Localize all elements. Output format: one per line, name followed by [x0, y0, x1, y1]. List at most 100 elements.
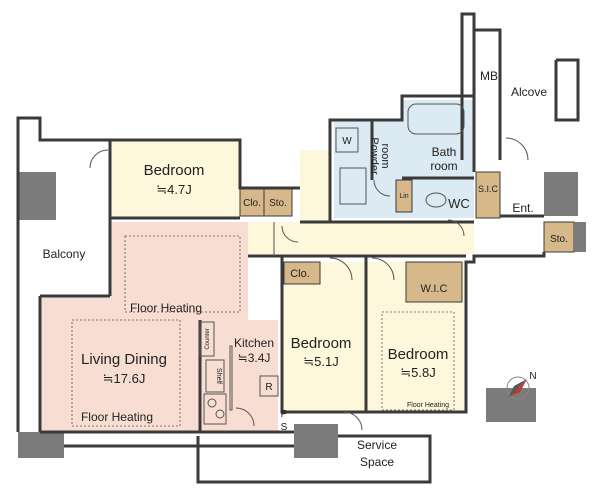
pillar-left-top: [18, 172, 56, 220]
walls: [16, 12, 580, 484]
door-bedroom2: [329, 257, 353, 281]
bedroom-4-7-fill: [110, 141, 240, 217]
w-label: W: [342, 136, 352, 147]
pillars: [18, 172, 586, 458]
kitchen-name: Kitchen: [234, 336, 274, 350]
labels: Bedroom ≒4.7J Balcony Floor Heating Livi…: [43, 69, 568, 469]
sto-2-block: [543, 221, 575, 253]
stove-burner-1: [207, 398, 217, 408]
service-space-label-2: Space: [360, 455, 394, 469]
service-space-outline: [196, 434, 432, 484]
sto-1-label: Sto.: [269, 198, 287, 209]
door-bedroom3: [371, 257, 395, 281]
living-dining-size: ≒17.6J: [103, 371, 146, 386]
alcove-right: [554, 58, 580, 122]
toilet: [425, 192, 447, 208]
floor-heating-label-a: Floor Heating: [130, 301, 202, 315]
door-corridor: [281, 225, 299, 243]
bedroom-2-name: Bedroom: [291, 335, 352, 352]
floor-heating-zone-upper: [124, 235, 241, 313]
compass-needle-tail: [509, 379, 527, 397]
r-label: R: [265, 382, 272, 393]
bath-room-label-1: Bath: [432, 145, 457, 159]
entrance-label: Ent.: [512, 201, 533, 215]
living-dining-name: Living Dining: [81, 351, 167, 368]
s-label: S: [281, 422, 288, 433]
compass-ring: [506, 376, 530, 400]
bedroom1-top-wall: [110, 138, 300, 190]
sic-block: [475, 171, 501, 219]
floor-heating-zone-bedroom: [381, 311, 455, 411]
living-dining-fill: [40, 222, 248, 432]
kitchen-size: ≒3.4J: [238, 351, 271, 365]
door-service: [343, 411, 363, 431]
pillar-left-bottom: [18, 432, 64, 458]
powder-room-fill: [334, 120, 402, 218]
pillar-sto: [574, 222, 586, 252]
bedroom-1-size: ≒4.7J: [156, 182, 191, 197]
clo-2-label: Clo.: [290, 268, 310, 280]
wet-area-walls: [328, 94, 476, 222]
alcove-walls: [474, 28, 502, 160]
lin-block: [395, 179, 413, 213]
mb-walls: [460, 12, 476, 160]
wc-label: WC: [448, 196, 470, 211]
bedroom-1-name: Bedroom: [144, 162, 205, 179]
door-kitchen: [235, 407, 255, 427]
pillar-right-mid: [544, 172, 578, 216]
clo-1-block: [239, 187, 265, 217]
storage-blocks: [239, 171, 575, 303]
lin-label: Lin: [399, 193, 408, 200]
bedroom2-walls: [280, 256, 366, 414]
p-label: P: [281, 409, 288, 420]
bathtub: [407, 103, 465, 135]
kitchen-divider: [229, 345, 233, 411]
corridor2-fill: [300, 150, 330, 225]
shelf-outline: [205, 359, 225, 393]
bedroom-3-name: Bedroom: [388, 346, 449, 363]
pillar-bottom-mid: [294, 424, 338, 458]
bedroom-5-1-fill: [282, 262, 366, 412]
compass-north-label: N: [529, 371, 536, 382]
balcony-label: Balcony: [43, 247, 86, 261]
wic-label: W.I.C: [421, 283, 448, 295]
bedroom-3-size: ≒5.8J: [400, 365, 435, 380]
bath-room-label-2: room: [430, 159, 457, 173]
bedroom3-walls: [366, 252, 546, 414]
sic-label: S.I.C: [478, 184, 499, 194]
sink-counter: [339, 167, 367, 205]
mb-label: MB: [480, 69, 498, 83]
stove-burner-2: [215, 409, 225, 419]
sto-2-label: Sto.: [550, 234, 568, 245]
door-powder: [373, 179, 391, 197]
clo-2-block: [283, 261, 321, 285]
counter-label: Counter: [205, 328, 211, 349]
floor-heating-label-b: Floor Heating: [81, 410, 153, 424]
floor-heating-zones: [71, 235, 455, 427]
door-wc: [447, 219, 465, 237]
alcove-label: Alcove: [511, 85, 547, 99]
wic-block: [405, 261, 463, 303]
service-space-label-1: Service: [357, 438, 397, 452]
floor-heating-label-c: Floor Heating: [407, 402, 449, 409]
doors: [89, 137, 529, 431]
counter-outline: [199, 321, 215, 357]
stove-outline: [203, 393, 227, 425]
door-bedroom1: [89, 149, 109, 169]
door-entrance: [505, 137, 529, 161]
shelf-label: Shelf: [215, 368, 222, 384]
bedroom-2-size: ≒5.1J: [303, 354, 338, 369]
floor-heating-zone-lower: [71, 319, 181, 427]
powder-room-label-2: room: [379, 143, 391, 168]
corridor-fill: [248, 222, 474, 254]
wc-fill: [402, 180, 474, 218]
r-box: [259, 375, 279, 397]
compass: N: [506, 371, 537, 400]
thin-lines: [199, 103, 465, 425]
washer-box: [335, 127, 359, 153]
balcony-outline: [16, 116, 110, 220]
powder-room-label-1: Powder: [368, 137, 380, 175]
sto-1-block: [263, 187, 293, 217]
clo-1-label: Clo.: [243, 198, 261, 209]
